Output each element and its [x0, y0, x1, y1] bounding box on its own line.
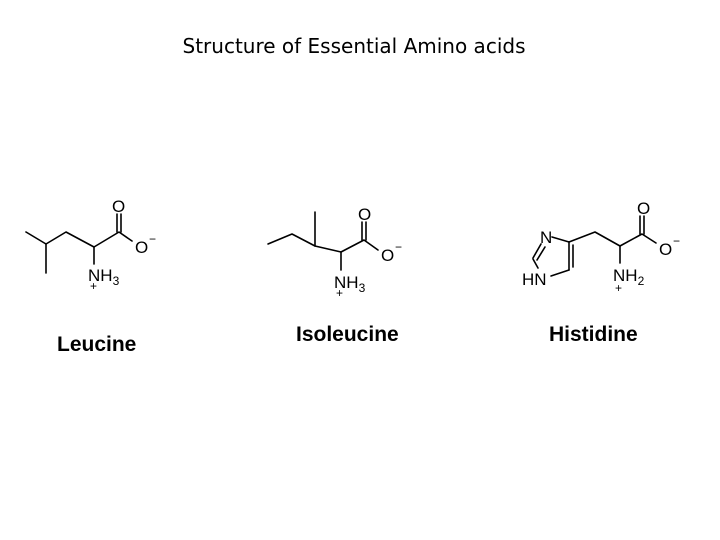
histidine-ring-nh: HN [522, 270, 547, 289]
isoleucine-positive-charge: + [336, 286, 343, 300]
leucine-structure: O O − NH3 + [25, 197, 156, 293]
isoleucine-negative-charge: − [395, 240, 402, 254]
histidine-ring-nitrogen: N [540, 228, 552, 247]
leucine-negative-charge: − [149, 232, 156, 246]
isoleucine-label: Isoleucine [296, 323, 399, 346]
histidine-ring-bond-n3-c2-double [536, 246, 546, 261]
histidine-amino-group: NH2 [613, 266, 645, 288]
leucine-label: Leucine [57, 333, 137, 356]
isoleucine-carboxylate-oxygen: O [381, 246, 394, 265]
leucine-skeleton [25, 231, 133, 248]
histidine-structure: O O − N HN NH2 + [522, 199, 680, 295]
isoleucine-structure: O O − NH3 + [267, 205, 402, 300]
histidine-carboxylate-oxygen: O [659, 240, 672, 259]
histidine-positive-charge: + [615, 281, 622, 295]
isoleucine-carbonyl-oxygen: O [358, 205, 371, 224]
leucine-carboxylate-oxygen: O [135, 238, 148, 257]
histidine-skeleton [568, 231, 657, 247]
isoleucine-skeleton [267, 233, 379, 253]
histidine-carbonyl-oxygen: O [637, 199, 650, 218]
histidine-ring-bond-c4-n3 [551, 236, 570, 243]
histidine-ring-bond-n1-c5 [550, 269, 570, 277]
leucine-positive-charge: + [90, 279, 97, 293]
histidine-ring-bond-c2-n1 [532, 258, 539, 269]
histidine-negative-charge: − [673, 234, 680, 248]
leucine-amino-group: NH3 [88, 266, 120, 288]
isoleucine-amino-group: NH3 [334, 273, 366, 295]
histidine-label: Histidine [549, 323, 638, 346]
page-title: Structure of Essential Amino acids [182, 34, 526, 58]
histidine-ring-bond-n3-c2 [532, 243, 542, 259]
leucine-carbonyl-oxygen: O [112, 197, 125, 216]
